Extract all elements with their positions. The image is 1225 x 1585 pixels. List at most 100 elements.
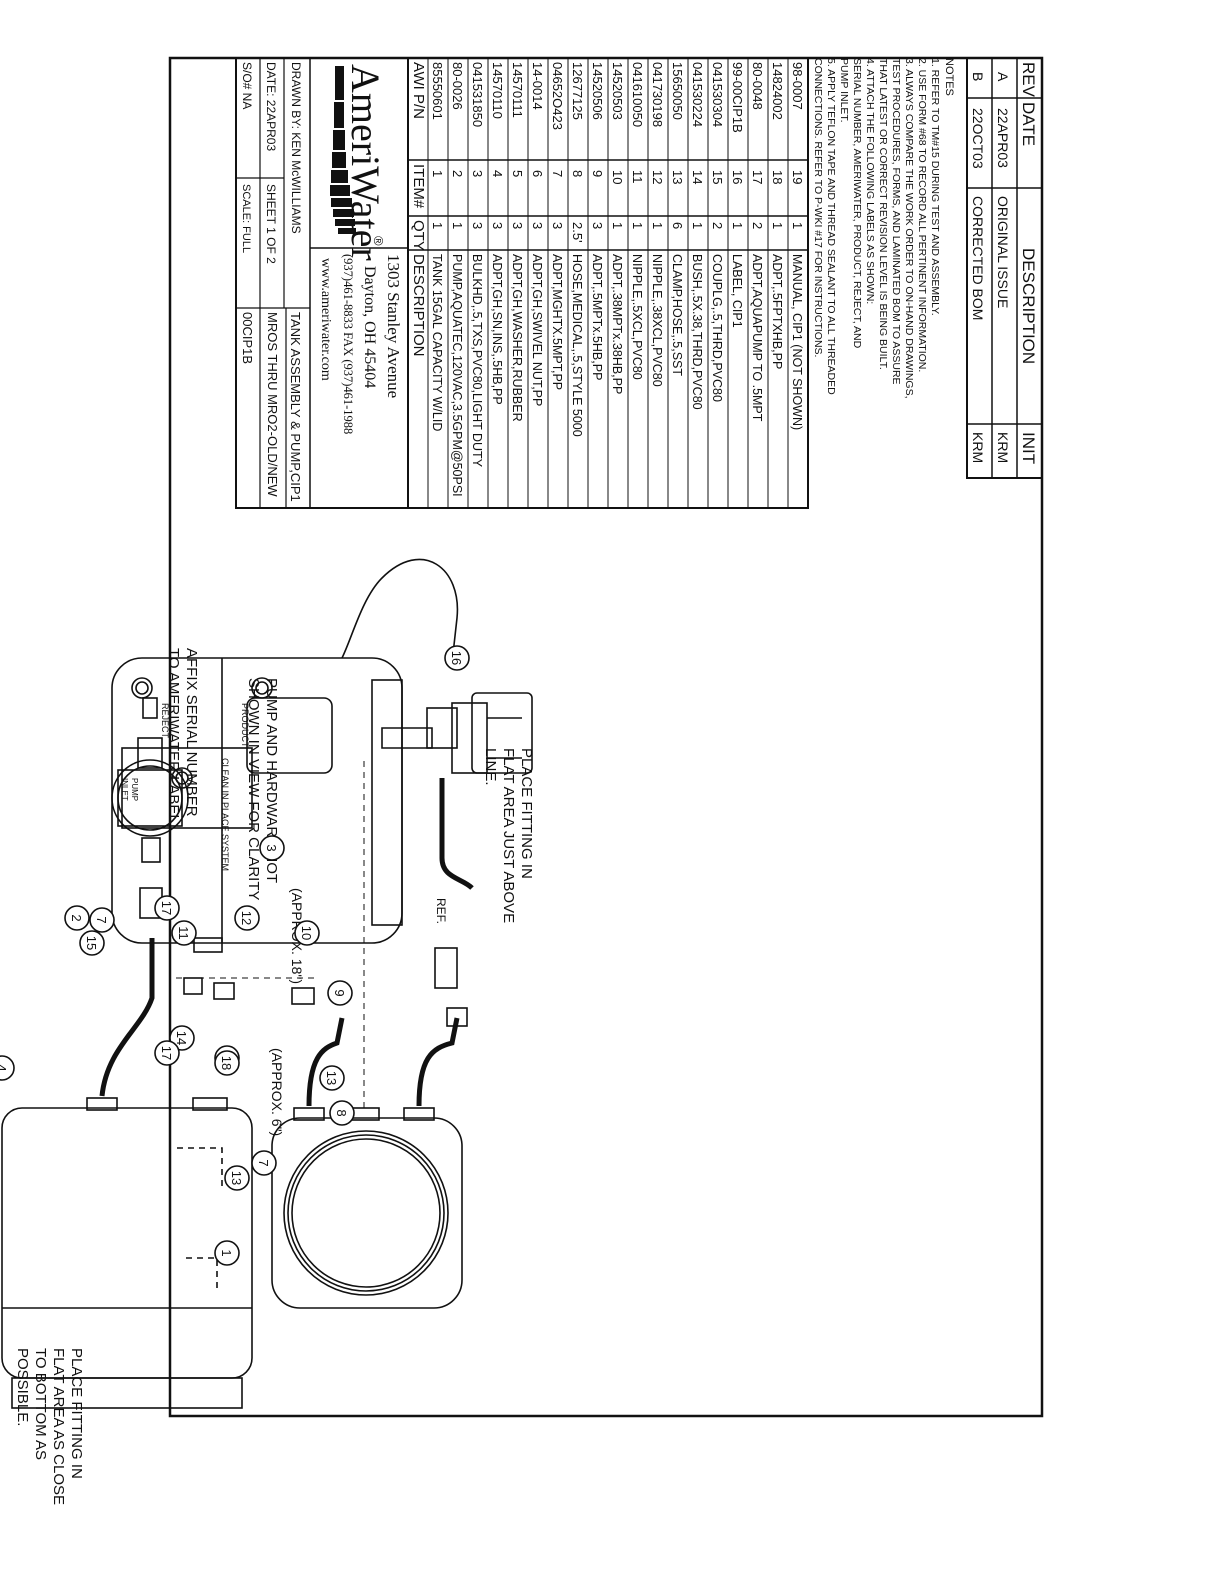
bom-part-number: 99-00CIP1B [730, 62, 745, 133]
place-bottom-1: PLACE FITTING IN [68, 1348, 85, 1479]
balloon-number: 8 [334, 1109, 349, 1116]
rotated-drawing: REV DATE DESCRIPTION INIT A 22APR03 ORIG… [0, 57, 1043, 1505]
label-pump-inlet-1: PUMP [130, 778, 139, 801]
bom-part-number: 80-0026 [450, 62, 465, 110]
bom-part-number: 15650050 [670, 62, 685, 120]
fitting-adapter-38 [291, 987, 315, 1005]
drawing-number: 00CIP1B [240, 312, 255, 364]
hose-bottom [99, 938, 155, 1097]
bom-description: ADPT,AQUAPUMP TO .5MPT [750, 254, 764, 422]
label-reject: REJECT [160, 703, 170, 739]
label-product: PRODUCT [240, 703, 250, 748]
bom-qty: 3 [530, 222, 545, 229]
tank-side-view [1, 1097, 253, 1409]
bom-part-number: 80-0048 [750, 62, 765, 110]
bom-part-number: 041530304 [710, 62, 725, 127]
logo-registered: ® [371, 236, 386, 246]
bom-description: BULKHD,.5,TXS,PVC80,LIGHT DUTY [470, 254, 484, 468]
rev-b-date: 22OCT03 [970, 108, 986, 169]
bom-item-number: 18 [770, 170, 785, 184]
note-line: SERIAL NUMBER, AMERIWATER, PRODUCT, REJE… [851, 58, 863, 349]
balloon-number: 14 [174, 1031, 189, 1045]
bom-item-number: 19 [790, 170, 805, 184]
bom-qty: 1 [730, 222, 745, 229]
balloon-circle [327, 980, 353, 1006]
notes-title: NOTES [943, 58, 955, 96]
balloon-circle [89, 907, 115, 933]
balloon-circle [214, 1240, 240, 1266]
balloon-circle [79, 930, 105, 956]
bom-description: ADPT,GH,SWIVEL NUT,PP [530, 254, 544, 406]
logo-stripes-icon [330, 66, 356, 234]
bom-qty: 3 [490, 222, 505, 229]
bom-qty: 3 [550, 222, 565, 229]
website: www.ameriwater.com [318, 258, 333, 381]
balloon-number: 13 [229, 1171, 244, 1185]
balloon-circle [214, 1050, 240, 1076]
pump-top [341, 558, 533, 890]
balloon-circle [444, 645, 470, 671]
bom-qty: 1 [790, 222, 805, 229]
place-bottom-3: TO BOTTOM AS [32, 1348, 49, 1460]
bom-description: ADPT,GH,SN,INS,.5HB,PP [490, 254, 504, 405]
balloon-number: 7 [94, 916, 109, 923]
place-top-2: FLAT AREA JUST ABOVE [500, 748, 517, 923]
balloon-circle [329, 1100, 355, 1126]
notes: NOTES 1. REFER TO TM#15 DURING TEST AND … [812, 58, 955, 399]
bom-qty: 2 [710, 222, 725, 229]
balloon-number: 11 [176, 926, 191, 940]
balloon-number: 17 [159, 901, 174, 915]
balloon-circle [319, 1065, 345, 1091]
balloon-circle [171, 920, 197, 946]
note-line: 1. REFER TO TM#15 DURING TEST AND ASSEMB… [929, 58, 941, 316]
balloon-number: 13 [324, 1071, 339, 1085]
bom-qty: 2.5' [570, 222, 585, 243]
balloon-number: 9 [332, 989, 347, 996]
bom-item-number: 12 [650, 170, 665, 184]
bom-qty: 1 [450, 222, 465, 229]
tank-front-view [111, 657, 403, 944]
bom-header-description: DESCRIPTION [410, 254, 427, 357]
rev-b-desc: CORRECTED BOM [970, 196, 986, 320]
note-line: 5. APPLY TEFLON TAPE AND THREAD SEALANT … [825, 58, 837, 395]
bom-item-number: 14 [690, 170, 705, 184]
fitting-nipple [183, 977, 203, 995]
item-balloons: 11315141112109138716321571717184 [0, 645, 470, 1266]
balloon-number: 7 [256, 1159, 271, 1166]
rev-header-rev: REV [1019, 62, 1038, 98]
note-line: TEST PROCEDURES, FORMS, AND LAMINATED BO… [890, 58, 902, 385]
bom-part-number: 14520506 [590, 62, 605, 120]
drawn-by: DRAWN BY: KEN McWILLIAMS [289, 62, 303, 234]
balloon-number: 15 [84, 936, 99, 950]
balloon-number: 2 [69, 914, 84, 921]
bom-part-number: 041530224 [690, 62, 705, 127]
tank-top-view [271, 1107, 463, 1309]
label-pump-inlet-2: INLET [120, 778, 129, 801]
place-top-1: PLACE FITTING IN [518, 748, 535, 879]
balloon-circle [154, 895, 180, 921]
drawing-title-1: TANK ASSEMBLY & PUMP,CIP1 [288, 312, 303, 502]
rev-b-init: KRM [970, 432, 986, 463]
balloon-number: 1 [219, 1249, 234, 1256]
bom-part-number: 041610050 [630, 62, 645, 127]
scale: SCALE: FULL [240, 184, 252, 253]
pump-note-1: PUMP AND HARDWARE NOT [263, 678, 280, 883]
balloon-number: 16 [449, 651, 464, 665]
sheet-number: SHEET 1 OF 2 [264, 184, 278, 264]
bom-item-number: 15 [710, 170, 725, 184]
ameriwater-logo: AmeriWater ® [330, 64, 388, 261]
bom-qty: 1 [430, 222, 445, 229]
bom-part-number: 85550601 [430, 62, 445, 120]
balloon-circle [154, 1040, 180, 1066]
note-line: 3. ALWAYS COMPARE THE WORK ORDER TO ON-H… [903, 58, 915, 399]
hose-lower [306, 1017, 345, 1107]
bom-description: NIPPLE,.38XCL,PVC80 [650, 254, 664, 387]
balloon-circle [234, 905, 260, 931]
bom-description: TANK 15GAL CAPACITY W/LID [430, 254, 444, 431]
bom-qty: 1 [650, 222, 665, 229]
balloon-number: 4 [0, 1064, 9, 1071]
bom-part-number: 12677125 [570, 62, 585, 120]
bom-description: LABEL, CIP1 [730, 254, 744, 328]
bom-part-number: 14570111 [510, 62, 525, 118]
